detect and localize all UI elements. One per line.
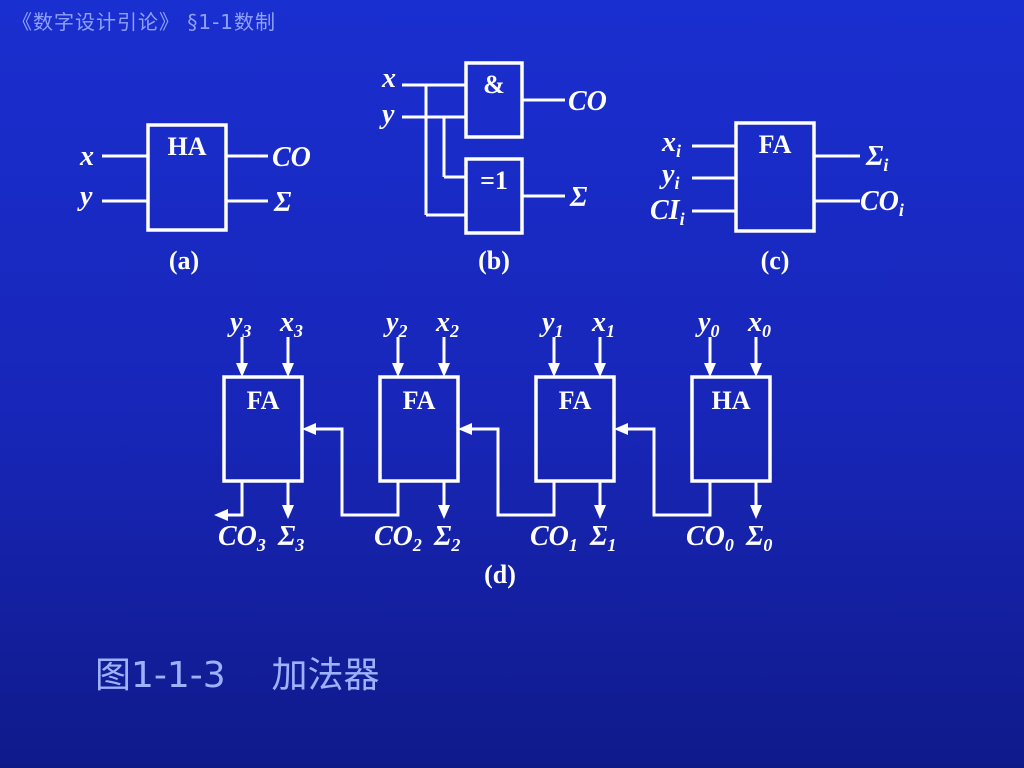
figure-c-full-adder: FA xi yi CIi Σi COi (c) — [650, 121, 904, 275]
input-x-label: x1 — [591, 307, 615, 341]
slide-header: 《数字设计引论》 §1-1数制 — [12, 10, 277, 34]
output-co-label: CO — [568, 86, 607, 117]
stage-label: FA — [247, 386, 280, 415]
input-y-label: y — [77, 181, 93, 212]
xor-gate-label: =1 — [480, 166, 508, 195]
figure-title: 加法器 — [271, 655, 380, 696]
caption-c: (c) — [761, 246, 790, 275]
input-cii-label: CIi — [650, 195, 685, 229]
output-co-label: CO — [272, 142, 311, 173]
input-arrow-y — [392, 363, 404, 377]
input-xi-label: xi — [661, 127, 681, 161]
input-y-label: y3 — [227, 307, 251, 341]
carry-output-label: CO2 — [374, 521, 422, 555]
input-arrow-y — [236, 363, 248, 377]
output-sum-label: Σ — [569, 182, 588, 213]
sum-output-label: Σ0 — [745, 521, 772, 555]
adder-diagram: HA x y CO Σ (a) & =1 x y CO Σ (b) FA — [77, 61, 904, 589]
final-carry-wire — [228, 481, 244, 517]
input-arrow-x — [594, 363, 606, 377]
stage-label: FA — [559, 386, 592, 415]
carry-chain-arrow — [302, 423, 316, 435]
ha-label: HA — [168, 132, 207, 161]
input-y-label: y — [379, 99, 395, 130]
sum-output-arrow — [282, 505, 294, 519]
sum-output-label: Σ1 — [589, 521, 616, 555]
and-gate-label: & — [483, 70, 505, 99]
carry-chain-wire — [472, 427, 556, 517]
final-carry-arrow — [214, 509, 228, 521]
sum-output-arrow — [438, 505, 450, 519]
ha-box — [146, 123, 228, 232]
input-x-label: x3 — [279, 307, 303, 341]
carry-chain-arrow — [614, 423, 628, 435]
sum-output-label: Σ2 — [433, 521, 460, 555]
caption-b: (b) — [478, 246, 510, 275]
carry-output-label: CO3 — [218, 521, 266, 555]
carry-output-label: CO0 — [686, 521, 734, 555]
input-arrow-x — [750, 363, 762, 377]
stage-label: HA — [712, 386, 751, 415]
carry-output-label: CO1 — [530, 521, 578, 555]
figure-caption: 图1-1-3 加法器 — [95, 646, 380, 698]
input-y-label: y2 — [383, 307, 407, 341]
input-y-label: y1 — [539, 307, 563, 341]
input-y-label: y0 — [695, 307, 719, 341]
caption-d: (d) — [484, 560, 516, 589]
fa-label: FA — [759, 130, 792, 159]
sum-output-arrow — [594, 505, 606, 519]
stage-box — [690, 375, 772, 483]
carry-chain-wire — [628, 427, 712, 517]
output-coi-label: COi — [860, 186, 904, 220]
input-arrow-y — [548, 363, 560, 377]
carry-chain-arrow — [458, 423, 472, 435]
input-arrow-x — [282, 363, 294, 377]
figure-b-gate-circuit: & =1 x y CO Σ (b) — [379, 61, 607, 275]
input-x-label: x2 — [435, 307, 459, 341]
sum-output-arrow — [750, 505, 762, 519]
input-arrow-y — [704, 363, 716, 377]
sum-output-label: Σ3 — [277, 521, 304, 555]
output-sumi-label: Σi — [865, 141, 888, 175]
input-x-label: x — [79, 141, 94, 172]
output-sum-label: Σ — [273, 187, 292, 218]
input-x-label: x — [381, 63, 396, 94]
figure-a-half-adder: HA x y CO Σ (a) — [77, 123, 311, 275]
caption-a: (a) — [169, 246, 199, 275]
input-arrow-x — [438, 363, 450, 377]
figure-number: 图1-1-3 — [95, 655, 226, 696]
stage-label: FA — [403, 386, 436, 415]
carry-chain-wire — [316, 427, 400, 517]
input-yi-label: yi — [659, 159, 679, 193]
input-x-label: x0 — [747, 307, 771, 341]
